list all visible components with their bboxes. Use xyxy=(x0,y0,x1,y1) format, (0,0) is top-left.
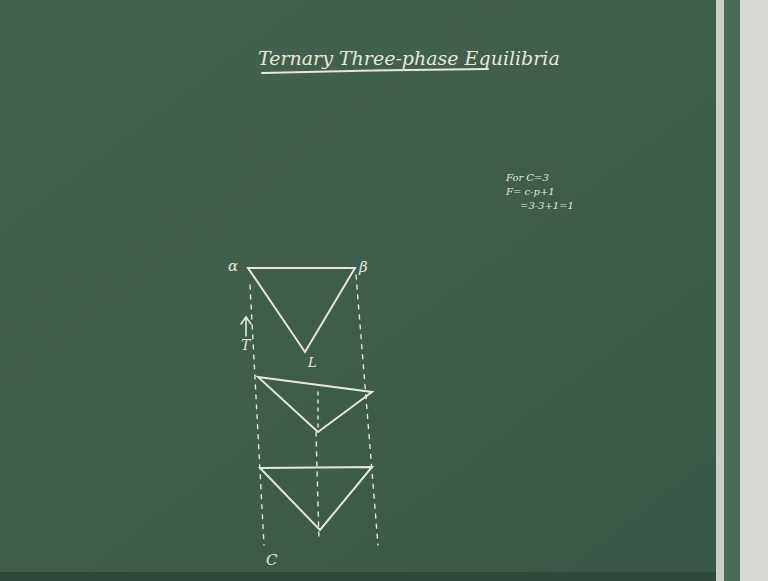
tie-triangle-top xyxy=(248,268,355,352)
board-note: F= c-p+1 xyxy=(506,186,555,197)
board-note: =3-3+1=1 xyxy=(520,200,574,211)
board-title: Ternary Three-phase Equilibria xyxy=(258,48,560,69)
alpha-path xyxy=(250,285,264,545)
tie-triangle-middle xyxy=(258,377,372,432)
board-bottom xyxy=(0,572,716,581)
liquid-path xyxy=(316,432,319,540)
phase-label: α xyxy=(228,258,238,275)
component-label: C xyxy=(266,552,277,569)
phase-label: L xyxy=(308,356,317,370)
beta-path xyxy=(356,275,378,545)
board-note: For C=3 xyxy=(506,172,549,183)
liquid-path-upper xyxy=(317,392,318,430)
board-edge xyxy=(724,0,740,581)
temperature-arrow xyxy=(241,317,251,336)
phase-label: β xyxy=(359,259,368,276)
tie-triangle-bottom xyxy=(260,467,372,530)
axis-label: T xyxy=(241,338,250,353)
title-underline xyxy=(262,69,488,73)
board-frame xyxy=(716,0,724,581)
wall xyxy=(740,0,768,581)
